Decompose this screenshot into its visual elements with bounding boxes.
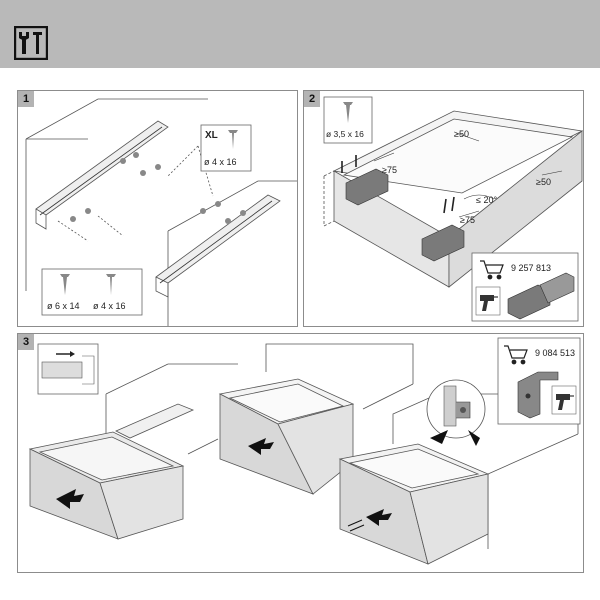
screw-size: ø 3,5 x 16 bbox=[326, 129, 364, 139]
angle-label: ≤ 20° bbox=[476, 195, 497, 205]
step-1-illustration: XL ø 4 x 16 ø 6 x 14 ø 4 x 16 bbox=[25, 98, 297, 326]
screw-xl-label: XL bbox=[205, 130, 218, 141]
shopping-cart-icon bbox=[480, 260, 504, 280]
step-3-panel: 3 bbox=[17, 333, 584, 573]
screw-icon bbox=[343, 102, 353, 123]
step-1-number: 1 bbox=[18, 91, 34, 107]
screw-b-size: ø 4 x 16 bbox=[93, 301, 126, 311]
step-3-number: 3 bbox=[18, 334, 34, 350]
setting-gauge-part bbox=[517, 371, 559, 419]
step-1-panel: 1 XL bbox=[17, 90, 298, 327]
screw-icon bbox=[60, 274, 116, 295]
part-number: 9 257 813 bbox=[511, 263, 551, 273]
tools-icon bbox=[14, 26, 48, 60]
header-bar bbox=[0, 0, 600, 68]
dimension-b: ≥50 bbox=[536, 177, 551, 187]
dimension-c: ≥75 bbox=[382, 165, 397, 175]
drill-icon bbox=[551, 385, 577, 415]
step-2-illustration: ø 3,5 x 16 ≥50 ≥50 ≥75 ≥75 ≤ 20° bbox=[323, 96, 583, 322]
step-2-number: 2 bbox=[304, 91, 320, 107]
screw-xl-size: ø 4 x 16 bbox=[204, 157, 237, 167]
dimension-a: ≥50 bbox=[454, 129, 469, 139]
locking-device-part bbox=[507, 272, 575, 320]
shopping-cart-icon bbox=[504, 345, 528, 365]
part-number-3: 9 084 513 bbox=[535, 348, 575, 358]
screw-a-size: ø 6 x 14 bbox=[47, 301, 80, 311]
step-2-panel: 2 ø 3,5 x 16 bbox=[303, 90, 584, 327]
step-3-illustration: 9 084 513 bbox=[28, 337, 581, 565]
drill-icon bbox=[475, 286, 501, 316]
screw-icon bbox=[228, 130, 238, 149]
dimension-d: ≥75 bbox=[460, 215, 475, 225]
